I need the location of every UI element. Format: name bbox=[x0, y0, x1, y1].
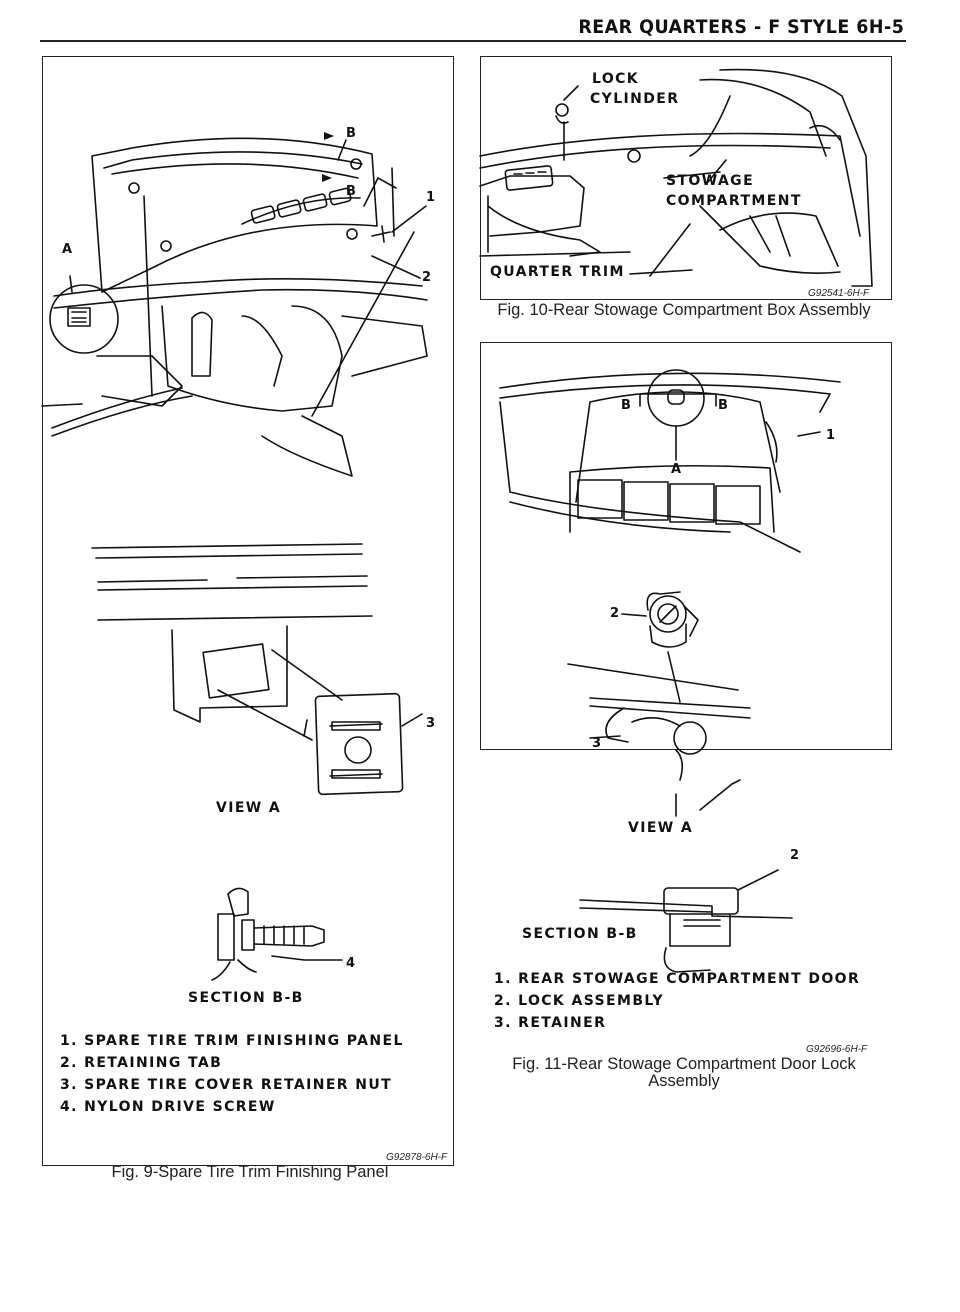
fig9-main-illustration bbox=[42, 132, 454, 516]
fig9-label-a: A bbox=[62, 242, 73, 257]
legend-item: 1. REAR STOWAGE COMPARTMENT DOOR bbox=[494, 971, 861, 987]
header-rule bbox=[40, 40, 906, 42]
legend-item: 2. RETAINING TAB bbox=[60, 1055, 223, 1071]
fig10-frame bbox=[480, 56, 892, 300]
legend-item: 4. NYLON DRIVE SCREW bbox=[60, 1099, 276, 1115]
fig10-quarter-trim: QUARTER TRIM bbox=[490, 264, 625, 280]
fig11-label-b-left: B bbox=[621, 398, 631, 413]
fig11-view-a-illustration bbox=[480, 740, 892, 940]
fig9-caption: Fig. 9-Spare Tire Trim Finishing Panel bbox=[111, 1163, 389, 1181]
fig9-legend: 1. SPARE TIRE TRIM FINISHING PANEL 2. RE… bbox=[60, 1030, 404, 1118]
fig11-label-b-right: B bbox=[718, 398, 728, 413]
fig11-label-a: A bbox=[671, 462, 682, 477]
fig9-view-a-label: VIEW A bbox=[216, 800, 282, 816]
fig11-caption-line1: Fig. 11-Rear Stowage Compartment Door Lo… bbox=[512, 1055, 856, 1073]
fig11-callout-2b: 2 bbox=[790, 848, 800, 863]
fig11-callout-1: 1 bbox=[826, 428, 836, 443]
fig10-caption: Fig. 10-Rear Stowage Compartment Box Ass… bbox=[497, 301, 871, 319]
fig11-callout-3: 3 bbox=[592, 736, 602, 751]
fig11-section-label: SECTION B-B bbox=[522, 926, 638, 942]
fig9-callout-4: 4 bbox=[346, 956, 356, 971]
fig9-frame bbox=[42, 56, 454, 1166]
legend-item: 3. RETAINER bbox=[494, 1015, 607, 1031]
fig9-label-b-mid: B bbox=[346, 184, 356, 199]
fig9-label-b-top: B bbox=[346, 126, 356, 141]
fig9-section-label: SECTION B-B bbox=[188, 990, 304, 1006]
fig10-stowage-line1: STOWAGE bbox=[666, 173, 755, 189]
fig10-stowage-line2: COMPARTMENT bbox=[666, 193, 802, 209]
fig11-legend: 1. REAR STOWAGE COMPARTMENT DOOR 2. LOCK… bbox=[494, 968, 860, 1034]
fig9-view-a-illustration bbox=[42, 530, 454, 820]
fig9-callout-2: 2 bbox=[422, 270, 432, 285]
fig10-code: G92541-6H-F bbox=[808, 288, 870, 299]
fig10-illustration bbox=[480, 56, 892, 300]
fig11-code: G92696-6H-F bbox=[806, 1044, 868, 1055]
fig11-view-a-label: VIEW A bbox=[628, 820, 694, 836]
legend-item: 3. SPARE TIRE COVER RETAINER NUT bbox=[60, 1077, 393, 1093]
fig9-callout-3: 3 bbox=[426, 716, 436, 731]
legend-item: 2. LOCK ASSEMBLY bbox=[494, 993, 665, 1009]
fig10-lock-line2: CYLINDER bbox=[590, 91, 680, 107]
fig9-callout-1: 1 bbox=[426, 190, 436, 205]
fig11-caption-line2: Assembly bbox=[648, 1072, 720, 1090]
fig11-callout-2a: 2 bbox=[610, 606, 620, 621]
page-header: REAR QUARTERS - F STYLE 6H-5 bbox=[578, 16, 904, 38]
fig10-lock-line1: LOCK bbox=[592, 71, 640, 87]
fig11-frame bbox=[480, 342, 892, 750]
fig9-section-bb-illustration bbox=[42, 880, 454, 990]
fig11-main-illustration bbox=[480, 342, 892, 742]
legend-item: 1. SPARE TIRE TRIM FINISHING PANEL bbox=[60, 1033, 404, 1049]
fig9-code: G92878-6H-F bbox=[386, 1152, 448, 1163]
